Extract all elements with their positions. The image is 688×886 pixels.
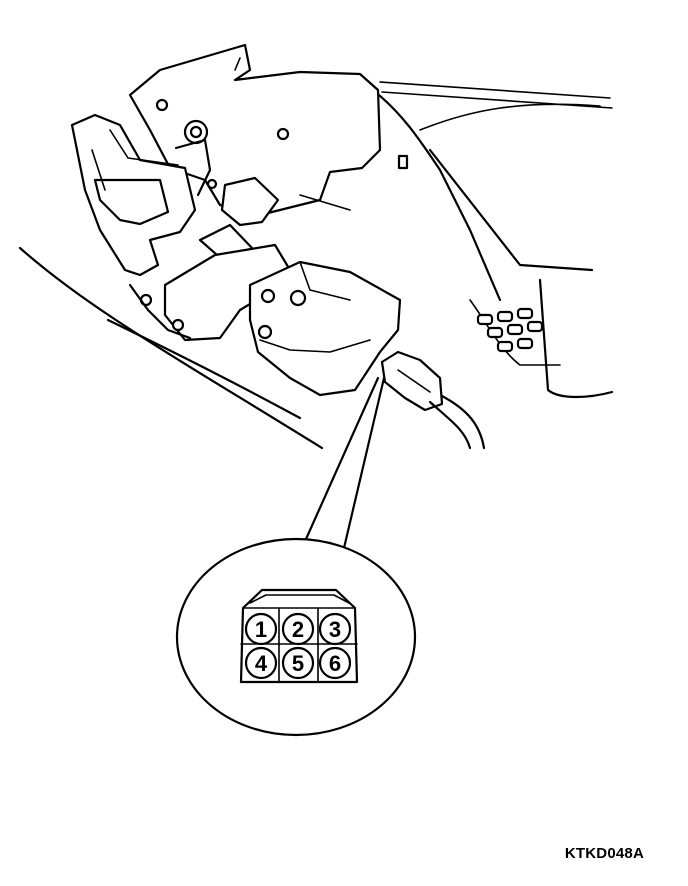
connector-face: 1 2 3 4 5 6 xyxy=(239,588,359,684)
pin-label-1: 1 xyxy=(255,617,267,642)
lock-rods xyxy=(174,119,280,264)
pin-label-4: 4 xyxy=(255,651,268,676)
door-panel-outline xyxy=(18,81,614,450)
inside-handle xyxy=(70,113,197,277)
pin-label-5: 5 xyxy=(292,651,304,676)
connector-pin-5 xyxy=(281,646,315,680)
pin-label-2: 2 xyxy=(292,617,304,642)
connector-pin-3 xyxy=(318,612,352,646)
door-lock-actuator xyxy=(128,243,402,397)
connector-pin-4 xyxy=(244,646,278,680)
connector-pin-1 xyxy=(244,612,278,646)
trim-switch-pad xyxy=(476,307,544,353)
pin-label-3: 3 xyxy=(329,617,341,642)
pin-label-6: 6 xyxy=(329,651,341,676)
callout-leader xyxy=(300,376,386,550)
connector-pin-6 xyxy=(318,646,352,680)
latch-bracket xyxy=(128,43,409,217)
figure-code: KTKD048A xyxy=(564,845,644,862)
connector-plug xyxy=(380,350,486,450)
connector-pin-2 xyxy=(281,612,315,646)
